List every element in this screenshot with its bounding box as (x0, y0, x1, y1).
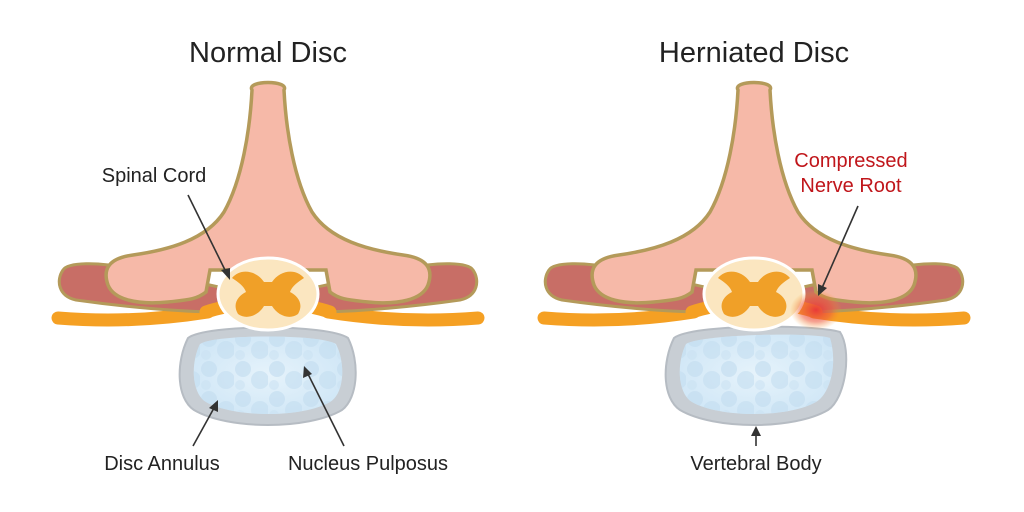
normal-disc-title: Normal Disc (189, 37, 347, 69)
nucleus-pulposus-label: Nucleus Pulposus (288, 453, 448, 475)
herniated-disc (664, 325, 848, 426)
nerve-root (51, 305, 485, 327)
vertebral-body-pointer (751, 426, 761, 446)
herniated-disc-illustration (537, 80, 971, 426)
disc-annulus-pointer (192, 400, 218, 447)
compressed-label-line2: Nerve Root (800, 175, 902, 197)
herniated-disc-title: Herniated Disc (659, 37, 849, 69)
spinal-cord-label: Spinal Cord (102, 165, 207, 187)
spinal-cord-pointer (187, 194, 230, 280)
nucleus-pulposus-pointer (303, 366, 345, 447)
intervertebral-disc (178, 326, 357, 426)
compressed-nerve-pointer (818, 205, 859, 296)
spinal-canal (702, 256, 806, 332)
spinal-canal (216, 256, 320, 332)
inflammation-glow (790, 290, 842, 330)
normal-disc-illustration (51, 80, 485, 426)
vertebral-body-label: Vertebral Body (690, 453, 821, 475)
compressed-label-line1: Compressed (794, 150, 907, 172)
disc-annulus-label: Disc Annulus (104, 453, 220, 475)
